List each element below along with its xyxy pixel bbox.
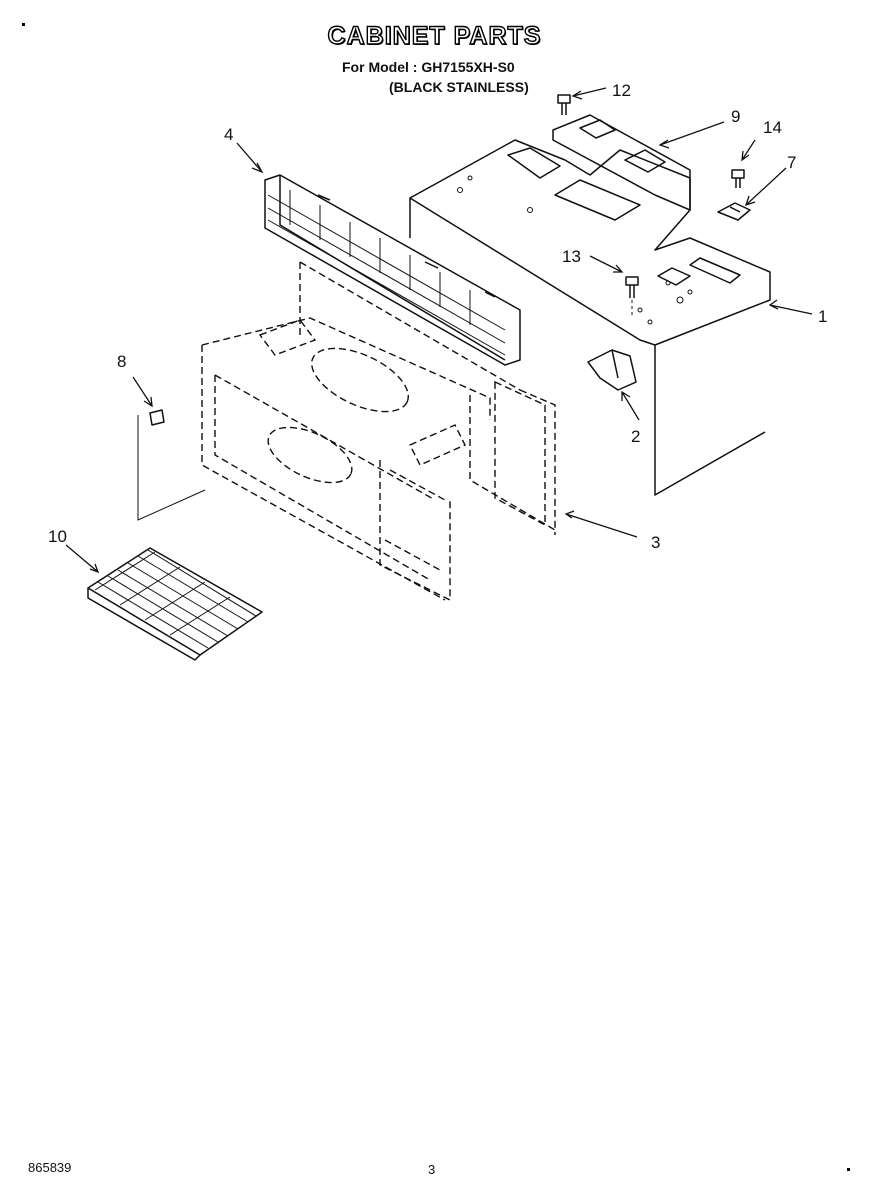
callout-8: 8 (117, 352, 126, 371)
cabinet-wrapper-part-1 (409, 139, 771, 496)
clip-part-8 (137, 409, 206, 521)
leader-part-7 (744, 167, 787, 207)
model-variant: (BLACK STAINLESS) (389, 79, 529, 95)
callout-14: 14 (763, 118, 782, 137)
page-title: CABINET PARTS (327, 21, 542, 50)
registration-mark (847, 1168, 850, 1171)
leader-part-12 (571, 87, 607, 100)
leader-part-1 (768, 299, 813, 315)
document-number: 865839 (28, 1160, 72, 1175)
leader-part-14 (741, 139, 756, 162)
leader-part-9 (658, 121, 725, 149)
leader-part-8 (132, 376, 153, 408)
callout-9: 9 (731, 107, 740, 126)
leader-part-4 (236, 142, 264, 174)
leader-lines (65, 87, 813, 574)
callout-4: 4 (224, 125, 233, 144)
screw-part-14 (731, 169, 745, 188)
vent-grille-part-4 (264, 174, 521, 366)
callout-2: 2 (631, 427, 640, 446)
leader-part-3 (564, 510, 638, 538)
clip-part-7 (717, 202, 751, 221)
mounting-plate-part-9 (552, 114, 691, 211)
callout-10: 10 (48, 527, 67, 546)
callout-1: 1 (818, 307, 827, 326)
leader-part-2 (621, 390, 640, 421)
filter-part-10 (87, 547, 263, 661)
callout-3: 3 (651, 533, 660, 552)
bracket-part-2 (587, 349, 637, 391)
callout-13: 13 (562, 247, 581, 266)
screw-part-13 (625, 276, 639, 318)
oven-cavity-part-3 (201, 261, 556, 602)
screw-part-12 (557, 94, 571, 115)
page-number: 3 (428, 1162, 436, 1177)
leader-part-10 (65, 544, 100, 574)
registration-mark (22, 23, 25, 26)
leader-part-13 (589, 255, 624, 273)
model-number: For Model : GH7155XH-S0 (342, 59, 515, 75)
callout-7: 7 (787, 153, 796, 172)
callout-12: 12 (612, 81, 631, 100)
